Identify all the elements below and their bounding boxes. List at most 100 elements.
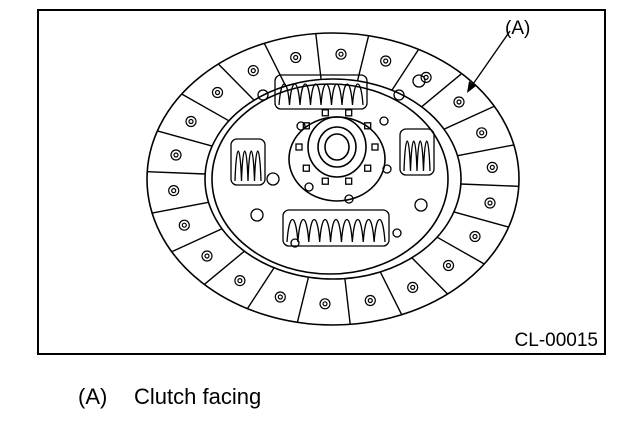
rivet xyxy=(319,298,331,310)
rivet xyxy=(168,185,180,197)
rivet xyxy=(201,250,213,262)
spring-bottom-coil xyxy=(286,219,386,243)
segment-line xyxy=(181,93,230,122)
segment-line xyxy=(391,49,420,91)
damper-springs xyxy=(230,74,435,247)
segment-line xyxy=(315,33,322,80)
rivet-center xyxy=(456,99,462,105)
spring-left-window xyxy=(230,138,266,186)
rivet-center xyxy=(293,54,299,61)
segment-line xyxy=(411,257,449,295)
facing-segments xyxy=(147,33,519,325)
rivet-center xyxy=(173,152,179,158)
rivet-center xyxy=(367,297,373,304)
hub-tooth xyxy=(364,122,372,130)
plate-hole xyxy=(414,198,428,212)
segment-line xyxy=(344,278,351,325)
segment-line xyxy=(171,228,223,253)
segment-line xyxy=(379,271,403,316)
plate-hole xyxy=(304,182,314,192)
segment-line xyxy=(203,250,245,285)
rivet-center xyxy=(204,253,210,259)
segment-line xyxy=(263,42,287,87)
spring-left-coil xyxy=(234,150,262,182)
plate-hole xyxy=(290,238,300,248)
rivet-center xyxy=(322,301,328,307)
hub-tooth xyxy=(371,143,379,151)
segment-line xyxy=(460,183,519,187)
rivet xyxy=(442,259,455,272)
rivet-center xyxy=(250,67,256,74)
rivet-center xyxy=(489,164,495,170)
rivet xyxy=(380,55,392,67)
spring-top-coil xyxy=(278,83,364,106)
rivet xyxy=(453,96,465,108)
spring-bottom-window xyxy=(282,209,390,247)
segment-line xyxy=(457,144,515,157)
spring-right-coil xyxy=(403,140,431,172)
segment-line xyxy=(443,105,495,130)
callout-arrowhead xyxy=(467,81,476,93)
rivet-center xyxy=(410,284,416,290)
clutch-facing-outer-edge xyxy=(146,32,520,326)
segment-line xyxy=(157,130,213,147)
rivet-center xyxy=(171,188,177,194)
figure-code: CL-00015 xyxy=(514,330,598,351)
hub-bore xyxy=(324,133,350,161)
legend-tag: (A) xyxy=(78,384,108,409)
plate-hole xyxy=(296,121,306,131)
segment-line xyxy=(296,276,310,323)
segment-line xyxy=(421,73,463,108)
rivet xyxy=(364,294,376,307)
rivet-center xyxy=(188,118,194,125)
hub-tooth xyxy=(321,109,329,117)
rivet-center xyxy=(277,294,283,300)
rivet-center xyxy=(445,262,452,269)
legend-text: Clutch facing xyxy=(134,384,262,409)
hub-tooth xyxy=(295,143,303,151)
hub-tooth xyxy=(364,164,372,172)
spring-right-window xyxy=(399,128,435,176)
legend-item: (A) Clutch facing xyxy=(78,386,261,408)
figure-frame xyxy=(37,9,606,355)
rivet xyxy=(247,64,259,77)
rivet xyxy=(178,219,190,231)
plate-hole xyxy=(344,194,354,204)
hub-tooth xyxy=(321,177,329,185)
rivet xyxy=(234,275,246,287)
segment-line xyxy=(217,63,255,101)
rivet-center xyxy=(487,200,493,206)
rivet xyxy=(335,48,347,60)
plate-hole xyxy=(379,116,389,126)
clutch-disc-illustration xyxy=(146,30,520,326)
segment-line xyxy=(151,201,209,214)
hub-plate xyxy=(211,83,449,275)
rivet-center xyxy=(214,89,221,96)
plate-hole xyxy=(392,228,402,238)
rivet xyxy=(170,149,182,161)
rivet-center xyxy=(383,58,389,64)
hub-spline-ring xyxy=(317,126,357,168)
segment-line xyxy=(436,236,485,265)
hub-outer-ring xyxy=(307,116,367,178)
rivet xyxy=(290,51,302,64)
clutch-facing-inner-edge xyxy=(204,78,462,280)
hub-tooth xyxy=(345,177,353,185)
rivet-center xyxy=(479,130,485,136)
segment-line xyxy=(246,267,275,309)
hub-tooth xyxy=(302,164,310,172)
plate-hole xyxy=(250,208,264,222)
rivet-center xyxy=(472,233,478,240)
callout-leader-line xyxy=(470,30,511,88)
segment-line xyxy=(453,211,509,228)
rivet xyxy=(469,230,481,243)
plate-hole xyxy=(393,89,405,101)
plate-hole xyxy=(412,74,426,88)
rivet xyxy=(476,127,488,139)
rivet xyxy=(420,71,432,84)
spring-top-window xyxy=(274,74,368,110)
callout-label-a: (A) xyxy=(505,18,531,39)
hub-tooth xyxy=(345,109,353,117)
rivet xyxy=(486,161,498,173)
rivet-center xyxy=(237,278,243,284)
